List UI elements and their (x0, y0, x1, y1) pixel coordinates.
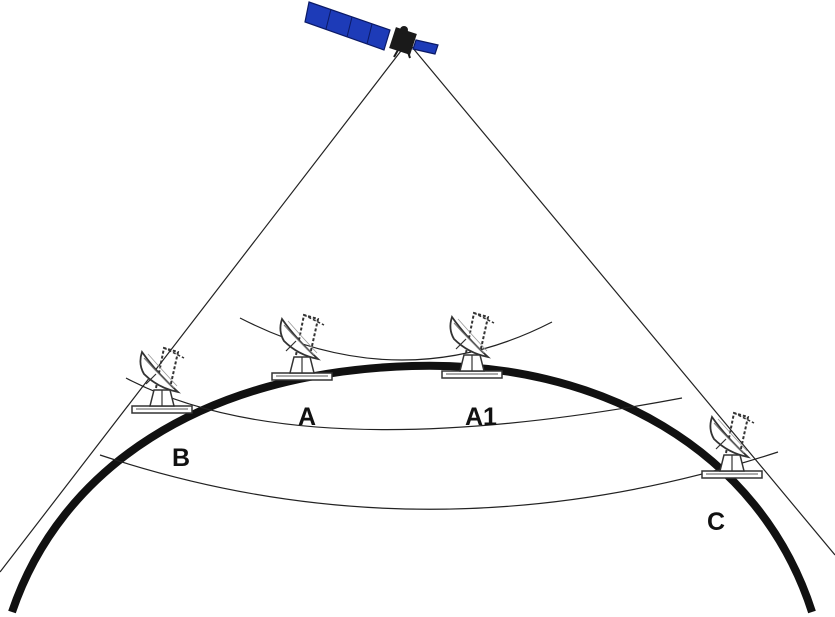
satellite-dish-icon-a (271, 314, 333, 381)
coverage-ring-bottom (99, 451, 779, 510)
satellite-dish-icon-b (131, 347, 193, 414)
label-a1: A1 (465, 403, 497, 431)
beam-line-right (411, 46, 835, 556)
satellite-icon (304, 1, 439, 59)
label-b: B (172, 444, 190, 472)
earth-outline (8, 361, 816, 614)
beam-line-left (0, 46, 405, 573)
coverage-ring-middle (125, 377, 683, 431)
satellite-dish-icon-c (701, 412, 763, 479)
label-c: C (707, 508, 725, 536)
label-a: A (298, 403, 316, 431)
